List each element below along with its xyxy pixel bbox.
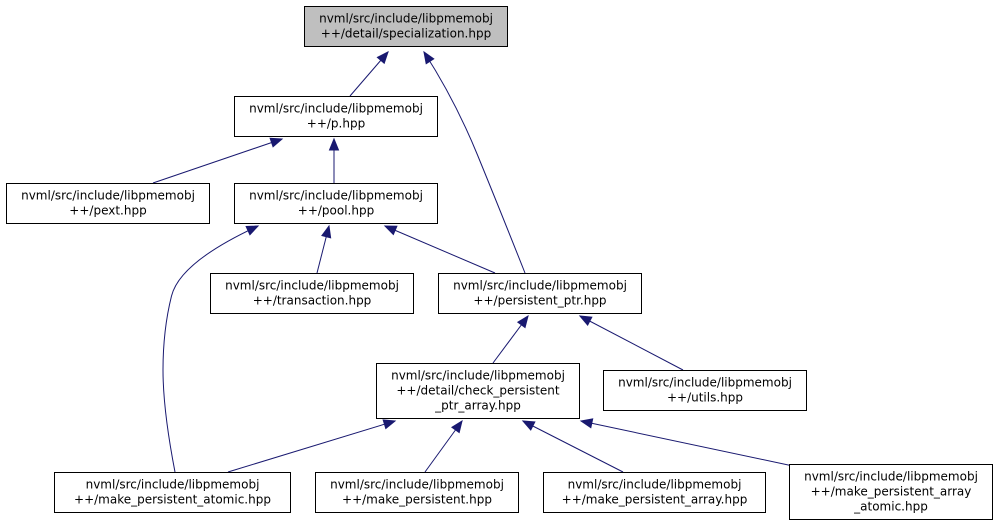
node-label-line: nvml/src/include/libpmemobj	[453, 279, 627, 293]
node-specialization: nvml/src/include/libpmemobj++/detail/spe…	[304, 6, 508, 47]
node-label-line: nvml/src/include/libpmemobj	[618, 376, 792, 390]
node-persistent-ptr[interactable]: nvml/src/include/libpmemobj++/persistent…	[438, 273, 642, 314]
edge-make_persistent_array-to-check_persistent_ptr_array	[521, 420, 624, 473]
node-label-line: ++/pext.hpp	[69, 204, 146, 218]
node-make-persistent-atomic[interactable]: nvml/src/include/libpmemobj++/make_persi…	[54, 472, 291, 513]
node-label-line: ++/make_persistent_array.hpp	[562, 493, 748, 507]
node-box	[234, 183, 438, 224]
node-label-line: ++/make_persistent_array	[811, 485, 972, 499]
node-check-persistent-ptr-array[interactable]: nvml/src/include/libpmemobj++/detail/che…	[376, 363, 580, 419]
node-box	[543, 472, 766, 513]
arrowhead	[245, 225, 260, 236]
node-label-line: nvml/src/include/libpmemobj	[330, 478, 504, 492]
arrowhead	[269, 137, 284, 148]
edge-make_persistent_atomic-to-check_persistent_ptr_array	[227, 419, 397, 473]
edge-make_persistent-to-check_persistent_ptr_array	[424, 419, 463, 473]
edge-pext-to-p	[152, 137, 284, 184]
edge-make_persistent_atomic-to-pool	[162, 225, 260, 473]
edge-utils-to-persistent_ptr	[578, 315, 684, 371]
edge-pool-to-p	[328, 137, 340, 183]
node-label-line: ++/make_persistent_atomic.hpp	[74, 493, 271, 507]
node-label-line: nvml/src/include/libpmemobj	[391, 369, 565, 383]
arrowhead	[578, 315, 593, 326]
edge-line	[152, 138, 283, 184]
arrowhead	[376, 51, 389, 65]
arrowhead	[521, 420, 536, 431]
node-transaction[interactable]: nvml/src/include/libpmemobj++/transactio…	[210, 273, 414, 314]
edge-line	[227, 420, 396, 473]
edge-transaction-to-pool	[316, 224, 332, 274]
node-make-persistent-array-atomic[interactable]: nvml/src/include/libpmemobj++/make_persi…	[789, 464, 993, 520]
node-label-line: nvml/src/include/libpmemobj	[804, 470, 978, 484]
edge-line	[162, 225, 259, 473]
arrowhead	[579, 418, 594, 429]
edge-make_persistent_array_atomic-to-check_persistent_ptr_array	[579, 418, 794, 467]
node-label-line: _atomic.hpp	[853, 500, 928, 514]
node-box	[789, 464, 993, 520]
node-p[interactable]: nvml/src/include/libpmemobj++/p.hpp	[234, 96, 438, 137]
node-label-line: nvml/src/include/libpmemobj	[568, 478, 742, 492]
edge-p-to-specialization	[349, 51, 389, 97]
node-box	[315, 472, 519, 513]
node-label-line: ++/p.hpp	[307, 117, 365, 131]
nodes-layer: nvml/src/include/libpmemobj++/detail/spe…	[6, 6, 993, 520]
node-label-line: ++/pool.hpp	[298, 204, 374, 218]
node-make-persistent[interactable]: nvml/src/include/libpmemobj++/make_persi…	[315, 472, 519, 513]
node-label-line: ++/utils.hpp	[667, 391, 743, 405]
arrowhead	[423, 50, 435, 65]
arrowhead	[451, 419, 463, 434]
node-label-line: nvml/src/include/libpmemobj	[21, 189, 195, 203]
edge-line	[384, 225, 496, 274]
edge-check_persistent_ptr_array-to-persistent_ptr	[492, 314, 529, 364]
arrowhead	[382, 419, 397, 430]
edge-persistent_ptr-to-pool	[383, 225, 496, 274]
node-pext[interactable]: nvml/src/include/libpmemobj++/pext.hpp	[6, 183, 210, 224]
node-label-line: nvml/src/include/libpmemobj	[225, 279, 399, 293]
edge-persistent_ptr-to-specialization	[423, 50, 526, 274]
node-box	[304, 6, 508, 47]
node-box	[54, 472, 291, 513]
node-label-line: ++/make_persistent.hpp	[342, 493, 492, 507]
arrowhead	[328, 137, 340, 151]
node-label-line: _ptr_array.hpp	[434, 399, 521, 413]
edge-line	[580, 420, 794, 467]
node-box	[603, 370, 807, 411]
node-box	[6, 183, 210, 224]
edge-line	[522, 420, 624, 473]
node-label-line: ++/persistent_ptr.hpp	[473, 294, 606, 308]
node-label-line: ++/transaction.hpp	[253, 294, 372, 308]
arrowhead	[516, 314, 529, 329]
node-label-line: nvml/src/include/libpmemobj	[249, 102, 423, 116]
node-make-persistent-array[interactable]: nvml/src/include/libpmemobj++/make_persi…	[543, 472, 766, 513]
edge-line	[423, 51, 526, 274]
arrowhead	[383, 225, 398, 236]
node-box	[376, 363, 580, 419]
node-label-line: ++/detail/check_persistent	[396, 384, 560, 398]
node-label-line: nvml/src/include/libpmemobj	[86, 478, 260, 492]
node-box	[234, 96, 438, 137]
node-box	[438, 273, 642, 314]
node-utils[interactable]: nvml/src/include/libpmemobj++/utils.hpp	[603, 370, 807, 411]
node-label-line: nvml/src/include/libpmemobj	[249, 189, 423, 203]
node-box	[210, 273, 414, 314]
node-pool[interactable]: nvml/src/include/libpmemobj++/pool.hpp	[234, 183, 438, 224]
edges-layer	[152, 50, 794, 473]
node-label-line: ++/detail/specialization.hpp	[321, 27, 491, 41]
node-label-line: nvml/src/include/libpmemobj	[319, 12, 493, 26]
edge-line	[579, 315, 684, 371]
arrowhead	[321, 224, 332, 239]
